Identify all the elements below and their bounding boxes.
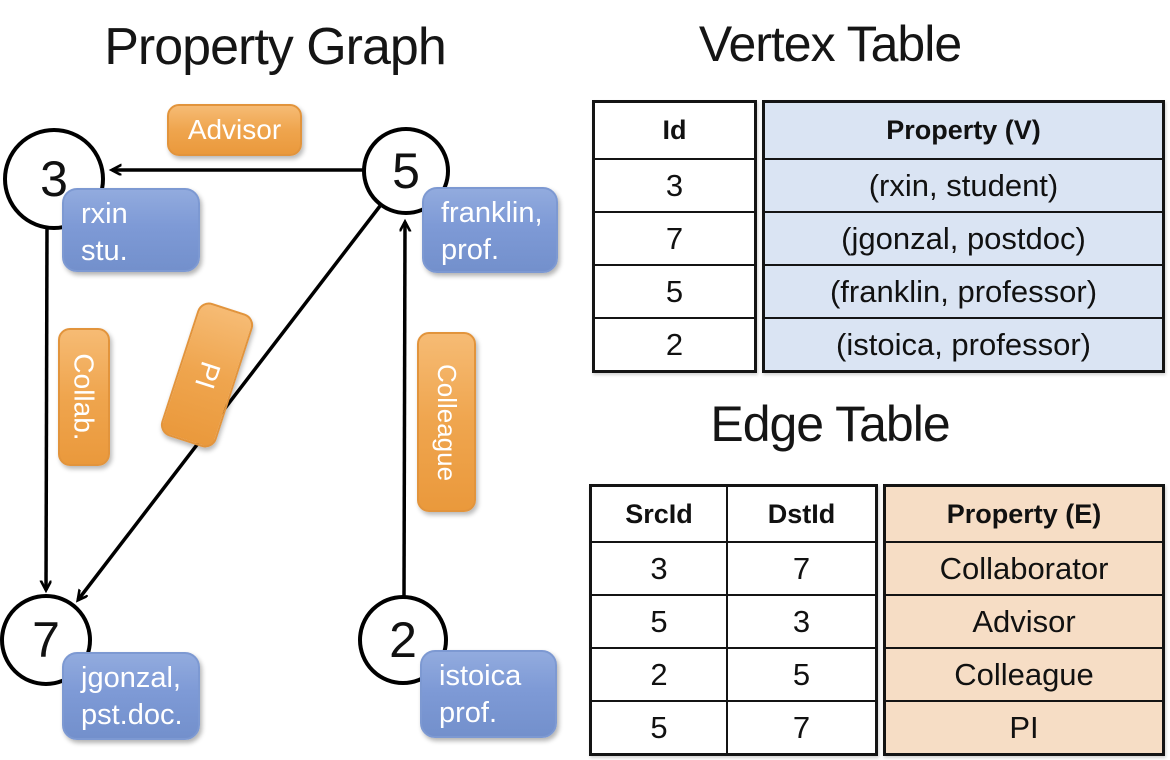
edge-table-property-cell: Advisor [886, 594, 1162, 647]
edge-label-advisor: Advisor [167, 104, 302, 156]
vertex-table-property-column: Property (V) (rxin, student) (jgonzal, p… [762, 100, 1165, 373]
vertex-table-property-cell: (rxin, student) [765, 158, 1162, 211]
vertex-table-id-column: Id 3 7 5 2 [592, 100, 757, 373]
vertex-property-line: jgonzal, [81, 662, 181, 694]
vertex-property-box-jgonzal: jgonzal, pst.doc. [62, 652, 200, 740]
vertex-table-header-id: Id [662, 115, 687, 145]
vertex-table-property-cell: (franklin, professor) [765, 264, 1162, 317]
vertex-table-title: Vertex Table [698, 16, 962, 72]
edge-table-id-columns: SrcId DstId 3 7 5 3 2 5 5 7 [589, 484, 878, 756]
vertex-property-box-istoica: istoica prof. [420, 650, 557, 738]
vertex-property-line: rxin [81, 198, 128, 230]
vertex-property-line: istoica [439, 660, 522, 692]
vertex-table-id-cell: 7 [595, 211, 754, 264]
vertex-table-property-cell: (istoica, professor) [765, 317, 1162, 370]
vertex-property-line: franklin, [441, 197, 543, 229]
vertex-table-id-cell: 2 [595, 317, 754, 370]
vertex-table-property-cell: (jgonzal, postdoc) [765, 211, 1162, 264]
edge-table-srcid-cell: 3 [592, 541, 726, 594]
edge-table-property-cell: Collaborator [886, 541, 1162, 594]
edge-table-srcid-cell: 5 [592, 594, 726, 647]
edge-label-colleague-text: Colleague [432, 363, 462, 481]
vertex-property-box-franklin: franklin, prof. [422, 187, 558, 273]
vertex-table-header-property: Property (V) [886, 115, 1041, 145]
property-graph-title: Property Graph [104, 18, 447, 76]
edge-label-collab: Collab. [58, 328, 110, 466]
edge-table-dstid-cell: 7 [726, 700, 875, 753]
edge-table-header-property: Property (E) [946, 498, 1102, 529]
edge-label-colleague: Colleague [417, 332, 476, 512]
edge-table-header-srcid: SrcId [625, 498, 693, 529]
vertex-property-line: stu. [81, 235, 128, 267]
vertex-property-box-rxin: rxin stu. [62, 188, 200, 272]
edge-table-property-column: Property (E) Collaborator Advisor Collea… [883, 484, 1165, 756]
graph-node-5: 5 [362, 127, 450, 215]
edge-table-title: Edge Table [710, 396, 950, 452]
edge-line-collaborator-3-to-7 [46, 225, 47, 590]
edge-label-pi: PI [157, 299, 257, 451]
vertex-property-line: prof. [439, 697, 498, 729]
edge-table-property-cell: Colleague [886, 647, 1162, 700]
edge-table-header-dstid: DstId [726, 487, 875, 541]
edge-table-dstid-cell: 5 [726, 647, 875, 700]
edge-label-pi-text: PI [188, 357, 227, 393]
vertex-table-id-cell: 5 [595, 264, 754, 317]
vertex-property-line: prof. [441, 234, 500, 266]
vertex-property-line: pst.doc. [81, 699, 183, 731]
edge-label-collab-text: Collab. [69, 353, 101, 441]
edge-table-dstid-cell: 7 [726, 541, 875, 594]
vertex-table-id-cell: 3 [595, 158, 754, 211]
edge-table-srcid-cell: 2 [592, 647, 726, 700]
edge-table-srcid-cell: 5 [592, 700, 726, 753]
edge-table-property-cell: PI [886, 700, 1162, 753]
edge-table-dstid-cell: 3 [726, 594, 875, 647]
edge-line-colleague-2-to-5 [404, 222, 405, 599]
